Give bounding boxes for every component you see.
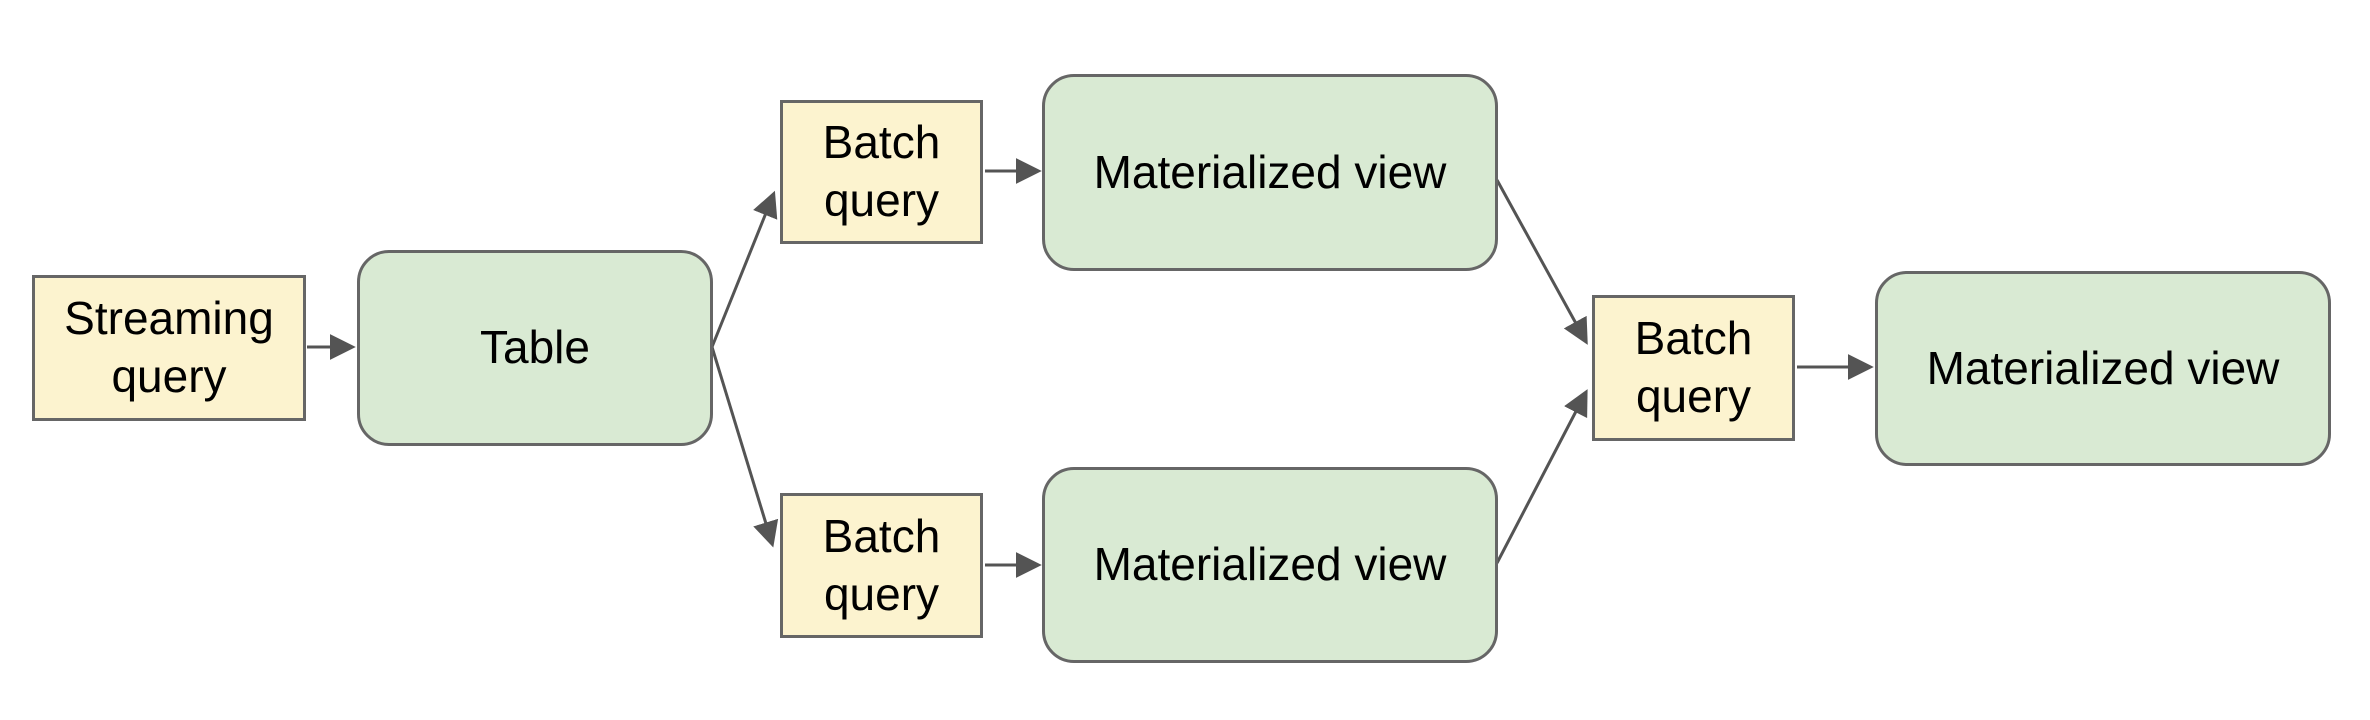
edge-materialized-view-top-to-batch-query-right (1495, 179, 1588, 345)
node-batch-query-bottom-label: Batch query (822, 509, 941, 620)
node-materialized-view-bottom-label: Materialized view (1093, 538, 1447, 591)
node-materialized-view-right: Materialized view (1875, 271, 2331, 466)
node-batch-query-right: Batch query (1592, 295, 1795, 441)
node-batch-query-bottom: Batch query (780, 493, 983, 638)
node-batch-query-top-label: Batch query (822, 116, 941, 226)
node-materialized-view-bottom: Materialized view (1042, 467, 1498, 663)
node-streaming-query-label: Streaming query (64, 292, 274, 402)
edge-materialized-view-bottom-to-batch-query-right (1495, 389, 1588, 564)
node-materialized-view-top: Materialized view (1042, 74, 1498, 271)
edge-table-to-batch-query-top (710, 190, 778, 348)
edge-table-to-batch-query-bottom (710, 346, 779, 548)
node-batch-query-top: Batch query (780, 100, 983, 244)
node-table: Table (357, 250, 713, 446)
node-streaming-query: Streaming query (32, 275, 306, 421)
node-table-label: Table (480, 321, 590, 374)
node-materialized-view-right-label: Materialized view (1926, 341, 2280, 394)
node-materialized-view-top-label: Materialized view (1093, 145, 1447, 198)
node-batch-query-right-label: Batch query (1634, 312, 1753, 422)
